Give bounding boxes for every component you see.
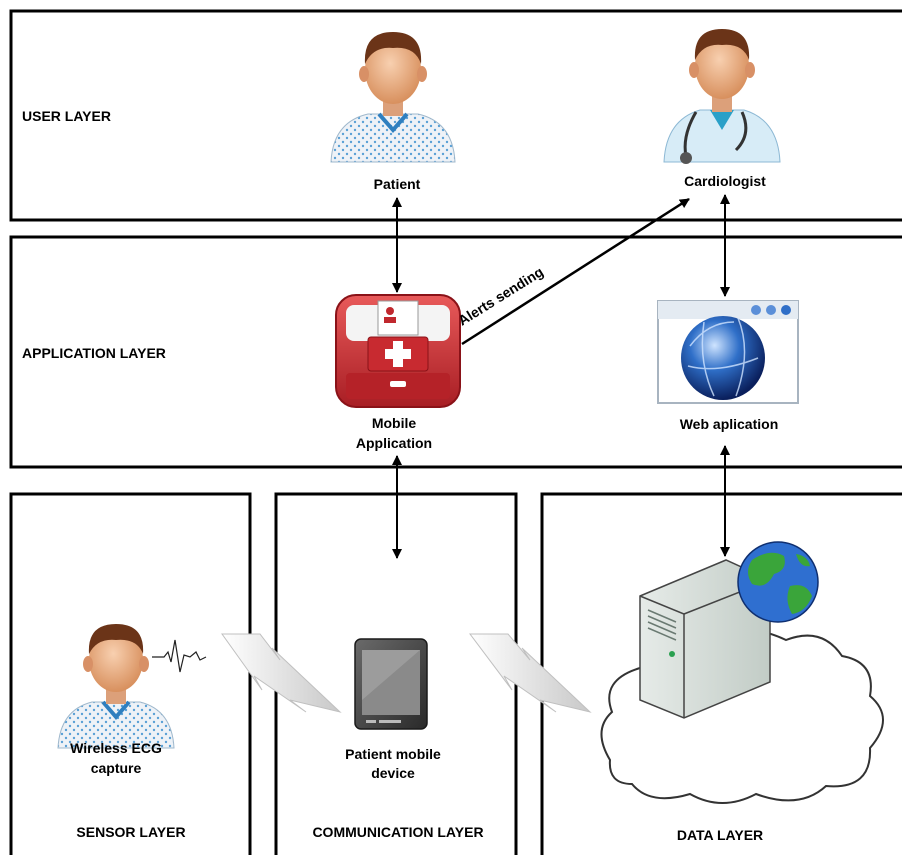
application-layer-box bbox=[9, 235, 902, 469]
ecg-wave-icon bbox=[152, 639, 207, 673]
lightning-icon bbox=[221, 633, 342, 713]
ecg-patient-icon bbox=[57, 624, 175, 749]
mobile-app-label-line2: Application bbox=[356, 435, 432, 451]
lightning-icon-2 bbox=[469, 633, 592, 713]
ecg-label-line2: capture bbox=[91, 760, 142, 776]
cardiologist-label: Cardiologist bbox=[684, 173, 766, 189]
data-layer-box bbox=[540, 492, 902, 855]
sensor-layer-label: SENSOR LAYER bbox=[76, 824, 185, 840]
browser-globe-icon bbox=[657, 300, 799, 404]
medical-kit-icon bbox=[335, 294, 461, 408]
tablet-icon bbox=[354, 638, 428, 730]
communication-layer-label: COMMUNICATION LAYER bbox=[312, 824, 483, 840]
device-label-line2: device bbox=[371, 765, 415, 781]
web-app-label: Web aplication bbox=[680, 416, 779, 432]
ecg-label-line1: Wireless ECG bbox=[70, 740, 162, 756]
patient-icon bbox=[330, 32, 456, 163]
alerts-arrow bbox=[461, 197, 690, 346]
application-layer-label: APPLICATION LAYER bbox=[22, 345, 166, 361]
patient-label: Patient bbox=[374, 176, 421, 192]
cloud-server-icon bbox=[600, 541, 884, 804]
data-layer-label: DATA LAYER bbox=[677, 827, 763, 843]
user-layer-label: USER LAYER bbox=[22, 108, 111, 124]
device-label-line1: Patient mobile bbox=[345, 746, 441, 762]
sensor-layer-box bbox=[9, 492, 252, 855]
doctor-icon bbox=[663, 29, 781, 164]
user-layer-box bbox=[9, 9, 902, 222]
mobile-app-label-line1: Mobile bbox=[372, 415, 417, 431]
